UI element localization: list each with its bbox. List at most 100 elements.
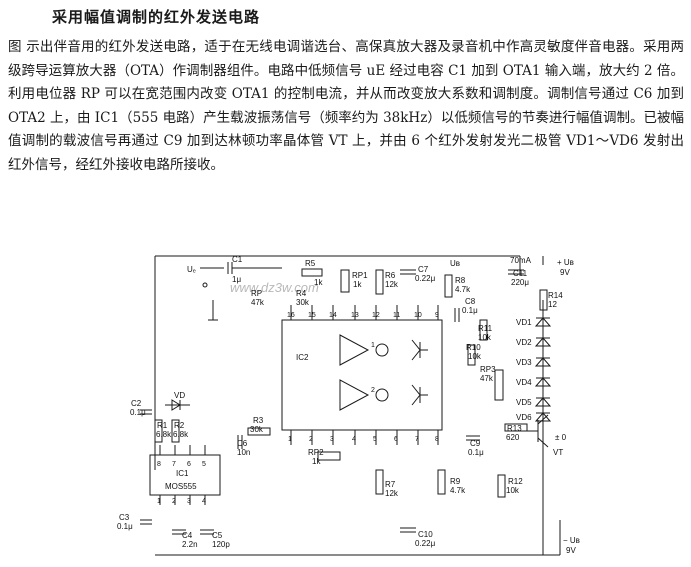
ic2-pin: 8 [435,436,439,443]
ic1-pin: 4 [202,498,206,505]
ic2-pin: 12 [372,312,380,319]
ic1-box [149,454,221,496]
description-paragraph: 图 示出伴音用的红外发送电路，适于在无线电调谐选台、高保真放大器及录音机中作高灵… [8,36,684,177]
ic1-label: IC1 [176,469,189,478]
r7-value: 12k [385,489,399,498]
r14-value: 12 [548,300,557,309]
ic2-pin: 3 [330,436,334,443]
description-text: 图 示出伴音用的红外发送电路，适于在无线电调谐选台、高保真放大器及录音机中作高灵… [8,39,684,173]
c7-name: C7 [418,265,429,274]
r5-value: 1k [314,278,323,287]
r1-value: 6.8k [156,430,172,439]
c5-value: 120p [212,540,230,549]
ic2-pin: 14 [329,312,337,319]
r12-name: R12 [508,477,523,486]
c9-value: 0.1μ [468,448,484,457]
input-label: Uₑ [187,265,196,274]
r6-value: 12k [385,280,399,289]
rp1-value: 1k [353,280,362,289]
led-label: VD5 [516,398,532,407]
r1-name: R1 [157,421,168,430]
ic1-pin: 7 [172,461,176,468]
c8-name: C8 [465,297,476,306]
vt-label: VT [553,448,563,457]
r8-value: 4.7k [455,285,471,294]
led-column [534,317,552,422]
ic1-pin: 1 [157,498,161,505]
c10-name: C10 [418,530,433,539]
led-label: VD2 [516,338,532,347]
led-label: VD4 [516,378,532,387]
c1-name: C1 [232,255,243,264]
c7-value: 0.22μ [415,274,436,283]
ic2-pin: 13 [351,312,359,319]
ic2-label: IC2 [296,353,309,362]
c9-name: C9 [470,439,481,448]
ic2-box [281,319,443,431]
vplus-value: 9V [560,268,570,277]
r13-value: 620 [506,433,520,442]
current-label: 70mA [510,256,532,265]
rp3-value: 47k [480,374,494,383]
rp3-name: RP3 [480,365,496,374]
r9-name: R9 [450,477,461,486]
r6-name: R6 [385,271,396,280]
r8-name: R8 [455,276,466,285]
page-title: 采用幅值调制的红外发送电路 [52,8,261,26]
rp-value: 47k [251,298,265,307]
c3-name: C3 [119,513,130,522]
r2-name: R2 [174,421,185,430]
vminus-value: 9V [566,546,576,555]
r13-name: R13 [507,424,522,433]
r3-name: R3 [253,416,264,425]
vd-label: VD [174,391,185,400]
ic1-pin: 6 [187,461,191,468]
ic2-pin: 11 [393,312,400,319]
ic1-pin: 2 [172,498,176,505]
r2-value: 6.8k [173,430,189,439]
c4-name: C4 [182,531,193,540]
r5-name: R5 [305,259,316,268]
r11-value: 10k [478,333,492,342]
ic2-pin: 15 [308,312,316,319]
ic1-pin: 8 [157,461,161,468]
ic2-pin: 2 [309,436,313,443]
rp2-name: RP2 [308,448,324,457]
ic2-pin: 1 [288,436,292,443]
c2-value: 0.1μ [130,408,146,417]
c6-value: 10n [237,448,250,457]
led-label: VD1 [516,318,532,327]
ota2-number: 2 [371,387,375,394]
vplus-label: + Uʙ [557,258,574,267]
c3-value: 0.1μ [117,522,133,531]
ic2-pin: 6 [394,436,398,443]
ic1-pin: 3 [187,498,191,505]
led-label: VD6 [516,413,532,422]
c4-value: 2.2n [182,540,198,549]
r4-value: 30k [296,298,310,307]
c10-value: 0.22μ [415,539,436,548]
c8-value: 0.1μ [462,306,478,315]
c1-value: 1μ [232,275,241,284]
r4-name: R4 [296,289,307,298]
c5-name: C5 [212,531,223,540]
ic2-pin: 16 [287,312,295,319]
r11-name: R11 [478,324,493,333]
r9-value: 4.7k [450,486,466,495]
r7-name: R7 [385,480,396,489]
r12-value: 10k [506,486,520,495]
rp-name: RP [251,289,262,298]
r14-name: R14 [548,291,563,300]
ic2-pin: 4 [352,436,356,443]
c11-name: C11 [513,269,528,278]
vminus-label: − Uʙ [563,536,580,545]
r3-value: 30k [250,425,264,434]
ota1-number: 1 [371,342,375,349]
rp2-value: 1k [312,457,321,466]
r10-name: R10 [466,343,481,352]
c11-value: 220μ [511,278,529,287]
r10-value: 10k [468,352,482,361]
rp1-name: RP1 [352,271,368,280]
ub-label: Uʙ [450,259,460,268]
